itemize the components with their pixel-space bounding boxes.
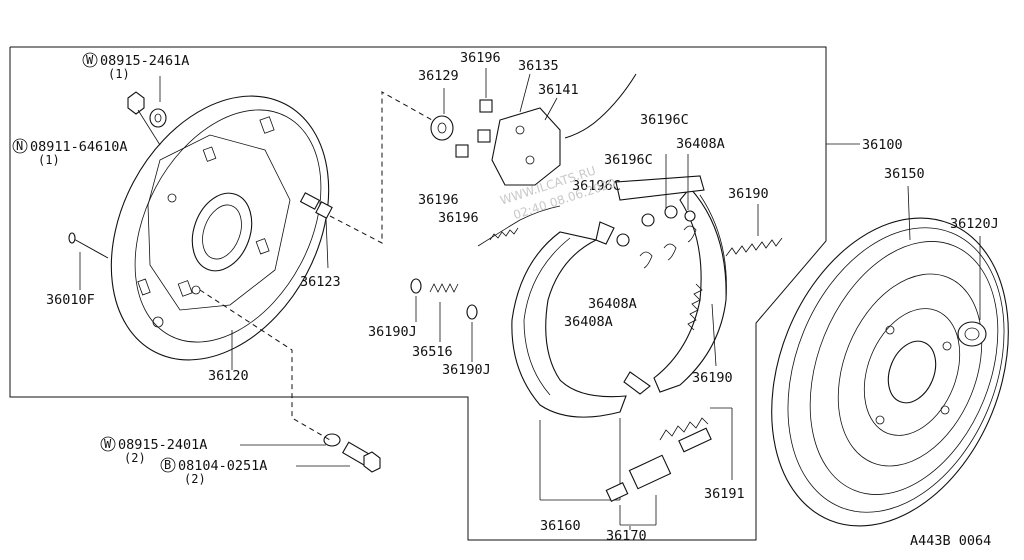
part-label[interactable]: 36408A [588,296,637,312]
fastener-qty: (1) [38,153,60,167]
part-label[interactable]: 36196C [572,178,621,194]
fastener-symbol: W [104,437,112,451]
part-label[interactable]: 36196 [438,210,479,226]
leader-lines [137,109,860,530]
return-spring-bottom [687,283,717,367]
hold-down-kit [410,278,478,362]
part-label[interactable]: 36196 [418,192,459,208]
part-label[interactable]: 36120 [208,368,249,384]
fastener-qty: (2) [124,451,146,465]
part-label[interactable]: 36408A [564,314,613,330]
fastener-symbol: W [86,53,94,67]
part-label[interactable]: 36120J [950,216,999,232]
backing-plate [110,95,330,361]
brake-drum [771,185,1009,527]
fastener-qty: (1) [108,67,130,81]
diagram-code: A443B 0064 [910,533,991,549]
part-label[interactable]: 36150 [884,166,925,182]
part-label[interactable]: 36190 [692,370,733,386]
fastener-symbol: N [16,139,23,153]
bleeder-screw [299,192,333,269]
part-label[interactable]: 36191 [704,486,745,502]
part-label[interactable]: 36100 [862,137,903,153]
part-label[interactable]: 36160 [540,518,581,534]
part-label[interactable]: 36170 [606,528,647,544]
assembly-frame [9,46,827,541]
part-label[interactable]: 36196C [640,112,689,128]
fastener-symbol: B [164,458,171,472]
fastener-washer-top: W 08915-2461A (1) [82,52,189,81]
fastener-washer-bottom: W 08915-2401A (2) [100,436,207,465]
part-label[interactable]: 36190J [442,362,491,378]
part-label[interactable]: 36190J [368,324,417,340]
fastener-number: 08104-0251A [178,458,267,474]
part-label[interactable]: 36010F [46,292,95,308]
part-label[interactable]: 36196C [604,152,653,168]
return-spring-top [725,204,783,257]
fastener-bolt-bottom: B 08104-0251A (2) [160,457,267,486]
part-label[interactable]: 36190 [728,186,769,202]
brake-shoes [511,187,727,501]
fastener-nut-top: N 08911-64610A (1) [12,138,128,167]
fastener-number: 08915-2401A [118,437,207,453]
part-label[interactable]: 36141 [538,82,579,98]
part-label[interactable]: 36408A [676,136,725,152]
part-label[interactable]: 36196 [460,50,501,66]
fastener-number: 08915-2461A [100,53,189,69]
part-label[interactable]: 36123 [300,274,341,290]
top-washer-nut [127,76,167,128]
wheel-cylinder [605,407,733,526]
fastener-qty: (2) [184,472,206,486]
hold-down-pin [68,232,109,290]
strut-plate [615,154,705,269]
alignment-lines [199,91,433,441]
bottom-bolt-washer [323,433,381,473]
fastener-number: 08911-64610A [30,139,128,155]
lever-assembly [430,68,561,247]
part-label[interactable]: 36129 [418,68,459,84]
brake-cable [564,73,637,139]
part-label[interactable]: 36516 [412,344,453,360]
part-label[interactable]: 36135 [518,58,559,74]
